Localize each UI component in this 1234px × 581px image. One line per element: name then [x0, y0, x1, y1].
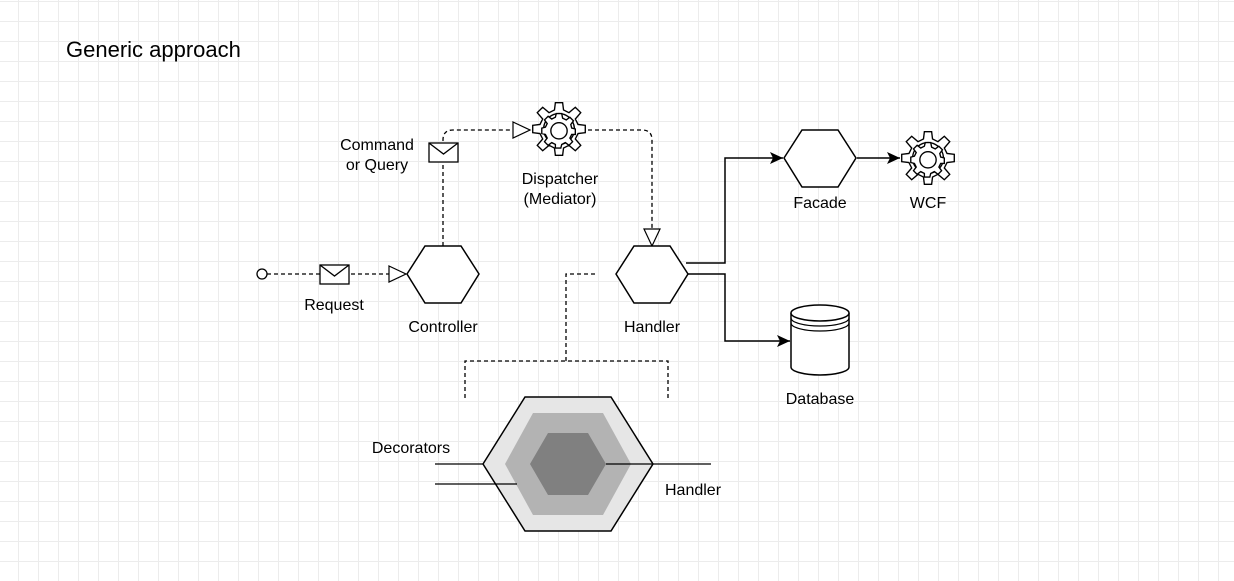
controller-label: Controller — [408, 319, 478, 336]
dispatcher-gear-icon — [532, 102, 586, 156]
wcf-gear-icon — [901, 131, 955, 185]
page-title: Generic approach — [66, 37, 241, 62]
database-label: Database — [786, 391, 855, 408]
handler-label: Handler — [624, 319, 681, 336]
handler-detail-label: Handler — [665, 482, 722, 499]
handler-hexagon — [615, 245, 689, 304]
dispatcher-label-line2: (Mediator) — [524, 191, 597, 208]
handler-to-database-arrow — [686, 273, 790, 347]
dispatch-flow — [588, 129, 661, 248]
handler-to-facade-arrow — [686, 152, 783, 264]
decorated-handler-detail — [435, 396, 711, 532]
facade-label: Facade — [793, 195, 846, 212]
command-flow — [442, 121, 532, 246]
dispatcher-label-line1: Dispatcher — [522, 171, 599, 188]
decorators-label: Decorators — [372, 440, 450, 457]
handler-core — [530, 433, 606, 495]
request-label: Request — [304, 297, 364, 314]
command-envelope-icon — [428, 142, 459, 163]
database-icon — [790, 304, 850, 376]
detail-connector — [565, 273, 598, 361]
detail-bracket — [464, 360, 669, 398]
command-label-line2: or Query — [346, 157, 408, 174]
start-event-icon — [256, 268, 268, 280]
request-envelope-icon — [319, 264, 350, 285]
controller-hexagon — [406, 245, 480, 304]
wcf-label: WCF — [910, 195, 947, 212]
command-label-line1: Command — [340, 137, 414, 154]
facade-hexagon — [783, 129, 857, 188]
